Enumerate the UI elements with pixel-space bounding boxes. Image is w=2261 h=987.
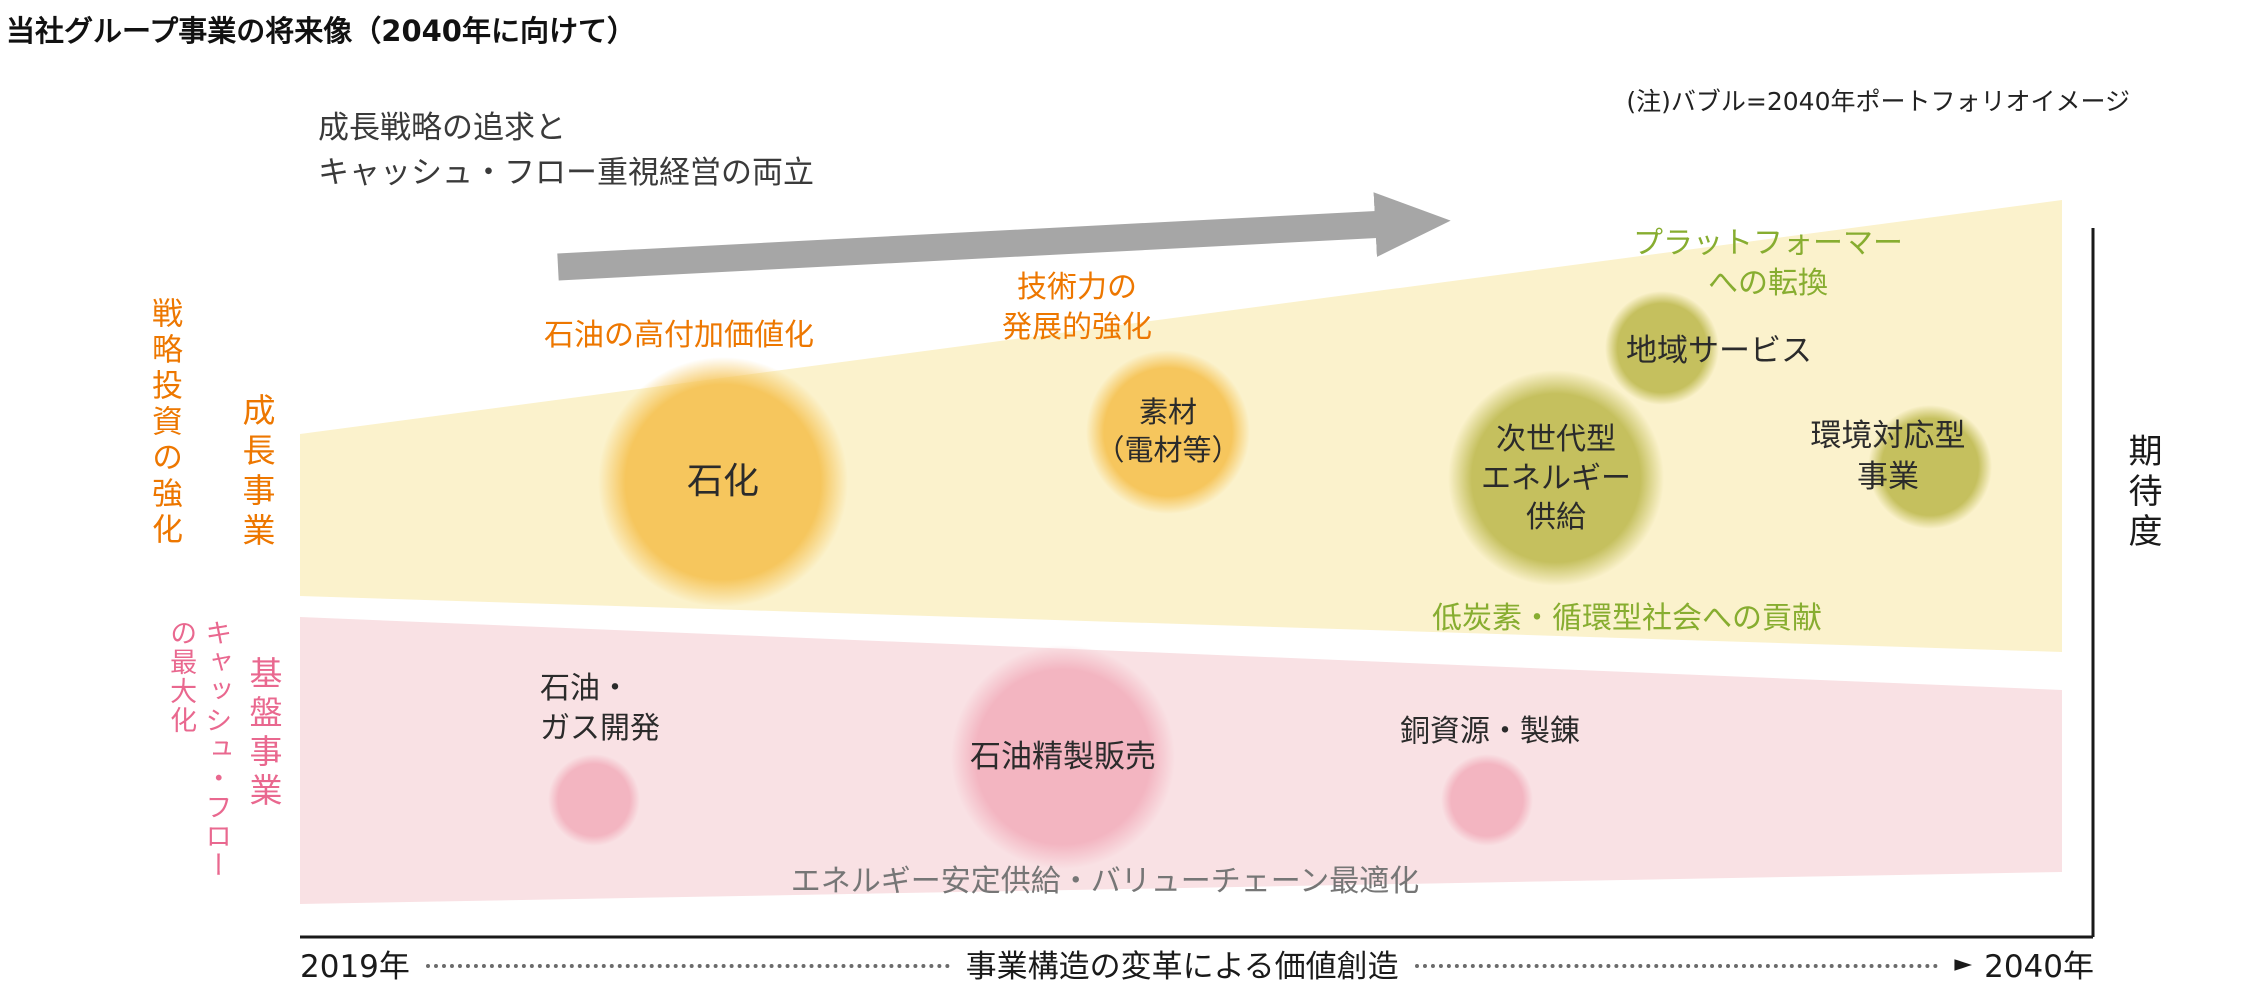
oil-refining-bubble-label: 石油精製販売 <box>970 738 1156 775</box>
oil-refining-bubble: 石油精製販売 <box>951 645 1175 869</box>
dotted-leader-left <box>425 964 950 968</box>
x-axis-end-year: 2040年 <box>1984 949 2094 985</box>
next-gen-energy-bubble: 次世代型 エネルギー 供給 <box>1448 370 1664 586</box>
base-business-label: 基盤事業 <box>244 656 283 812</box>
energy-stability-annotation: エネルギー安定供給・バリューチェーン最適化 <box>790 864 1420 899</box>
x-axis: 2019年 事業構造の変革による価値創造 ► 2040年 <box>300 941 2094 986</box>
oil-gas-development-label: 石油・ ガス開発 <box>540 671 660 746</box>
tech-strength-annotation: 技術力の 発展的強化 <box>1002 270 1152 345</box>
regional-service-bubble <box>1605 291 1719 405</box>
growth-business-label: 成長事業 <box>237 393 276 553</box>
oil-value-add-annotation: 石油の高付加価値化 <box>544 318 814 353</box>
strategy-investment-label: 戦略投資の強化 <box>146 297 182 549</box>
growth-arrow <box>557 192 1451 281</box>
regional-service-label: 地域サービス <box>1626 333 1812 369</box>
oil-gas-development-bubble <box>548 754 640 846</box>
environment-business-label: 環境対応型 事業 <box>1810 418 1966 495</box>
next-gen-energy-bubble-label: 次世代型 エネルギー 供給 <box>1481 421 1631 535</box>
materials-bubble-label: 素材 （電材等） <box>1095 395 1241 467</box>
growth-strategy-headline: 成長戦略の追求と キャッシュ・フロー重視経営の両立 <box>318 110 814 191</box>
expectation-axis-label: 期待度 <box>2122 433 2162 553</box>
copper-bubble <box>1441 754 1533 846</box>
materials-bubble: 素材 （電材等） <box>1086 350 1250 514</box>
x-axis-start-year: 2019年 <box>300 949 410 985</box>
environment-business-bubble <box>1868 405 1992 529</box>
petrochemical-bubble: 石化 <box>598 357 848 607</box>
base-band-shape <box>300 617 2062 904</box>
x-axis-center-label: 事業構造の変革による価値創造 <box>965 949 1399 985</box>
copper-label: 銅資源・製錬 <box>1400 714 1580 749</box>
low-carbon-annotation: 低炭素・循環型社会への貢献 <box>1432 601 1822 636</box>
portfolio-note: (注)バブル=2040年ポートフォリオイメージ <box>1626 87 2130 116</box>
petrochemical-bubble-label: 石化 <box>686 460 759 502</box>
dotted-leader-right <box>1414 964 1939 968</box>
page-title: 当社グループ事業の将来像（2040年に向けて） <box>6 14 636 48</box>
platformer-annotation: プラットフォーマー への転換 <box>1633 226 1903 301</box>
cash-flow-maximization-label: キャッシュ・フローの最大化 <box>165 619 232 880</box>
x-axis-arrow-icon: ► <box>1954 950 1973 977</box>
